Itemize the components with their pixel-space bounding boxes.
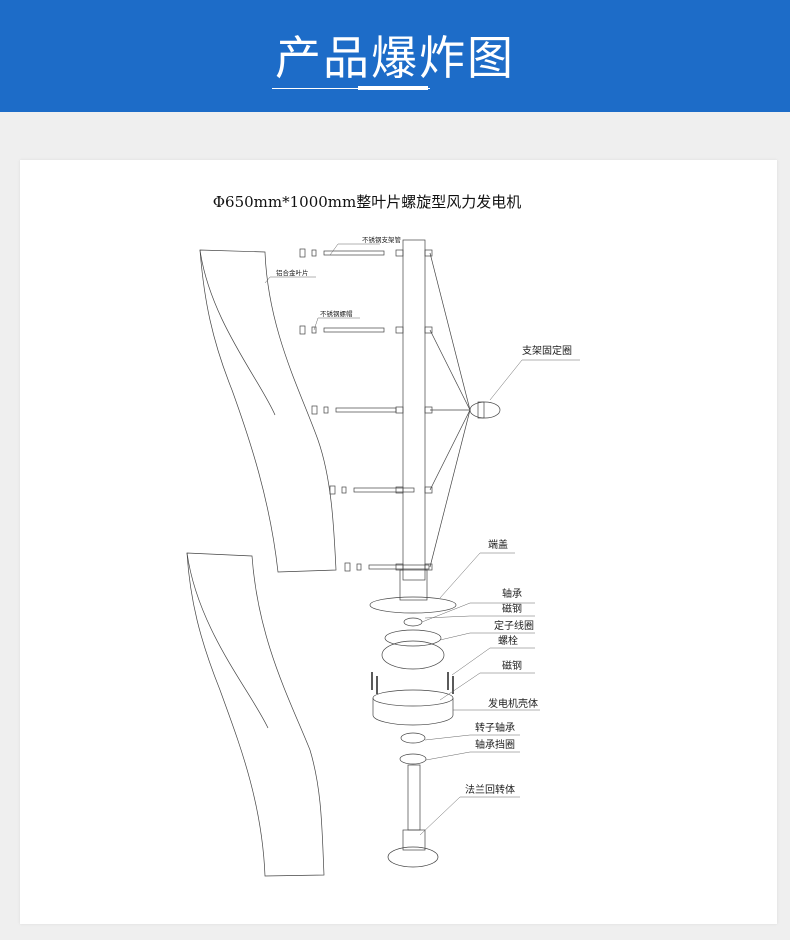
rod-washer bbox=[311, 326, 317, 334]
upper-blade bbox=[199, 249, 337, 573]
pole-clamp bbox=[395, 326, 404, 334]
pole-clamp bbox=[424, 563, 433, 571]
support-line bbox=[429, 329, 471, 411]
main-pole bbox=[402, 239, 426, 581]
rod-nut bbox=[299, 325, 306, 335]
support-rod bbox=[335, 407, 397, 413]
rod-washer bbox=[356, 563, 362, 571]
label-blade: 铝合金叶片 bbox=[276, 268, 309, 277]
pole-clamp bbox=[424, 486, 433, 494]
label-generator-housing: 发电机壳体 bbox=[488, 697, 538, 710]
bearing-retainer bbox=[399, 753, 427, 765]
pole-clamp bbox=[395, 249, 404, 257]
flange-neck bbox=[402, 829, 426, 851]
label-rotor-bearing: 转子轴承 bbox=[475, 721, 515, 734]
pole-clamp bbox=[424, 249, 433, 257]
label-magnet-1: 磁钢 bbox=[502, 602, 522, 615]
support-rod bbox=[323, 327, 385, 333]
stator-coil bbox=[384, 629, 442, 647]
label-support-tube: 不锈钢支架管 bbox=[362, 235, 402, 244]
support-rod bbox=[353, 487, 415, 493]
support-rod bbox=[368, 564, 430, 570]
pole-clamp bbox=[395, 563, 404, 571]
ring-clamp bbox=[477, 401, 485, 419]
label-stator-coil: 定子线圈 bbox=[494, 619, 534, 632]
end-cap-tube bbox=[399, 569, 428, 601]
label-bracket-ring: 支架固定圈 bbox=[522, 344, 572, 357]
rod-washer bbox=[323, 406, 329, 414]
label-magnet-2: 磁钢 bbox=[502, 659, 522, 672]
title-accent-bar bbox=[358, 86, 428, 90]
pole-clamp bbox=[395, 486, 404, 494]
housing-top bbox=[372, 689, 454, 707]
support-rods bbox=[299, 248, 471, 572]
label-flange: 法兰回转体 bbox=[465, 783, 515, 796]
bracket-ring bbox=[469, 401, 501, 419]
flange bbox=[387, 846, 439, 868]
pole-clamp bbox=[395, 406, 404, 414]
stator-disc bbox=[381, 640, 445, 670]
rotor-bearing bbox=[400, 732, 426, 744]
header-banner: 产品爆炸图 bbox=[0, 0, 790, 112]
page-title: 产品爆炸图 bbox=[275, 31, 515, 85]
rod-nut bbox=[299, 248, 306, 258]
diagram-card bbox=[20, 160, 777, 924]
rod-washer bbox=[341, 486, 347, 494]
diagram-title: Φ650mm*1000mm整叶片螺旋型风力发电机 bbox=[213, 193, 522, 211]
lower-blade bbox=[186, 552, 325, 877]
rod-nut bbox=[344, 562, 351, 572]
shaft bbox=[407, 764, 421, 831]
label-nut: 不锈钢螺帽 bbox=[320, 309, 353, 318]
bolts bbox=[371, 672, 454, 694]
label-bearing: 轴承 bbox=[502, 587, 522, 600]
support-line bbox=[429, 409, 471, 491]
title-underline bbox=[272, 88, 430, 89]
end-cap bbox=[369, 596, 457, 614]
blade-edge bbox=[186, 552, 269, 729]
label-bolt: 螺栓 bbox=[498, 634, 518, 647]
support-line bbox=[429, 252, 471, 411]
rod-washer bbox=[311, 249, 317, 257]
support-line bbox=[429, 409, 471, 568]
label-bearing-retainer: 轴承挡圈 bbox=[475, 738, 515, 751]
bearing bbox=[403, 617, 423, 627]
blade-edge bbox=[199, 249, 276, 416]
pole-clamp bbox=[424, 326, 433, 334]
generator-housing bbox=[372, 698, 454, 726]
support-rod bbox=[323, 250, 385, 256]
rod-nut bbox=[311, 405, 318, 415]
rod-nut bbox=[329, 485, 336, 495]
label-end-cap: 端盖 bbox=[488, 538, 508, 551]
leader-lines bbox=[264, 243, 580, 836]
